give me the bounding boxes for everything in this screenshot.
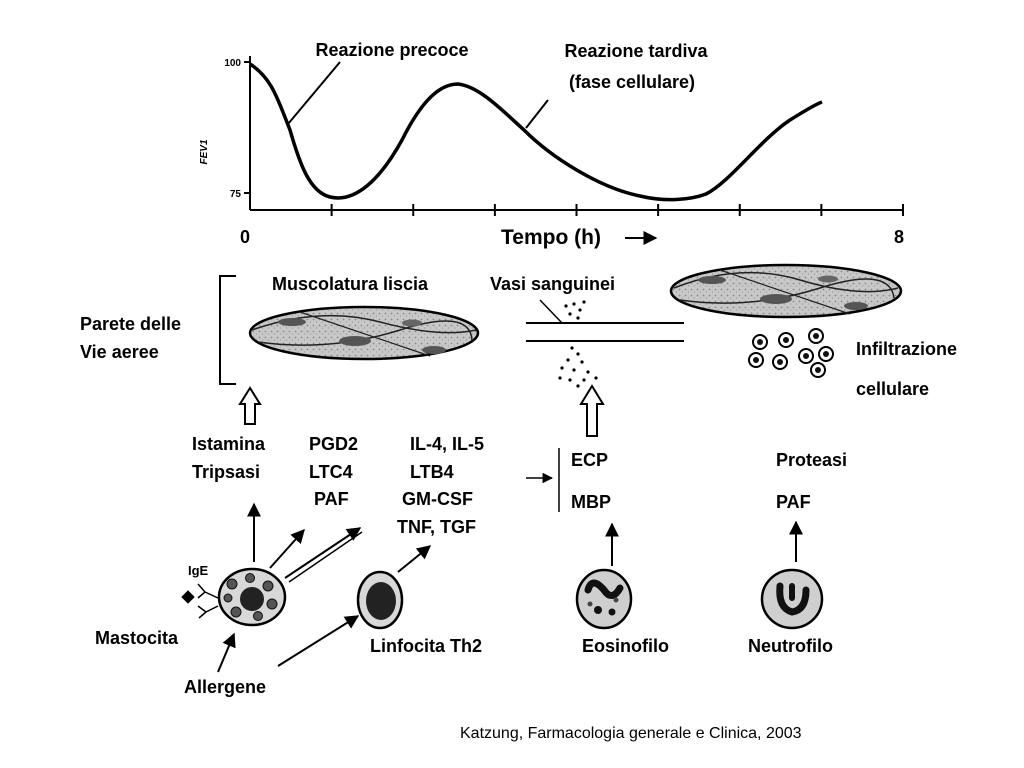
infiltration-label-2: cellulare [856,379,929,399]
wall-hollow-arrow-icon [238,386,262,425]
mediator-histamine: Istamina [192,434,266,454]
neutrophil-icon [760,568,824,630]
smooth-muscle-disc-icon [248,305,480,361]
mediator-mbp: MBP [571,492,611,512]
mediator-ecp: ECP [571,450,608,470]
eosinophil-icon [575,568,633,630]
late-reaction-label: Reazione tardiva [564,41,708,61]
mediator-paf-neutrophil: PAF [776,492,811,512]
mediator-tryptase: Tripsasi [192,462,260,482]
mediators-group: Istamina Tripsasi PGD2 LTC4 PAF IL-4, IL… [192,434,847,537]
cells-group: IgE Mastocita Linfocita Th2 [95,502,833,697]
allergen-to-lymphocyte-arrow [277,615,360,667]
ige-label: IgE [188,563,209,578]
infiltration-label: Infiltrazione [856,339,957,359]
x-end-label: 8 [894,227,904,247]
chart-x-ticks [330,204,904,216]
late-reaction-pointer [525,99,549,129]
lymphocyte-icon [356,570,404,630]
mast-to-lymph-mediators-arrow-2 [288,531,363,583]
mediator-protease: Proteasi [776,450,847,470]
airway-wall-label-2: Vie aeree [80,342,159,362]
y-tick-label-100: 100 [224,58,241,69]
y-axis-label: FEV1 [199,139,210,164]
mediator-pgd2: PGD2 [309,434,358,454]
blood-vessels-label: Vasi sanguinei [490,274,615,294]
y-tick-label-75: 75 [230,189,242,200]
mast-cell-icon [217,567,287,627]
airway-wall-bracket [219,275,236,385]
citation: Katzung, Farmacologia generale e Clinica… [460,725,802,742]
fev1-curve [249,62,823,202]
neutrophil-label: Neutrofilo [748,636,833,656]
vessel-leak-dots [558,300,598,388]
infiltrating-cell-nuclei [753,333,829,373]
late-reaction-sublabel: (fase cellulare) [569,72,695,92]
lymphocyte-to-mediators-arrow [397,545,432,573]
x-axis-label: Tempo (h) [501,226,601,249]
allergen-label: Allergene [184,677,266,697]
mediator-ltb4: LTB4 [410,462,454,482]
smooth-muscle-label: Muscolatura liscia [272,274,429,294]
x-start-label: 0 [240,227,250,247]
early-reaction-label: Reazione precoce [315,40,468,60]
mediator-gm-csf: GM-CSF [402,489,473,509]
mast-to-lymph-mediators-arrow [284,527,362,579]
blood-vessel-icon [526,299,684,388]
mediator-il4-il5: IL-4, IL-5 [410,434,484,454]
mediator-tnf-tgf: TNF, TGF [397,517,476,537]
mast-cell-label: Mastocita [95,628,179,648]
mediator-paf-mast: PAF [314,489,349,509]
mediator-ltc4: LTC4 [309,462,353,482]
allergen-to-mast-arrow [217,632,236,673]
airway-wall-group: Parete delle Vie aeree Muscolatura lisci… [80,263,957,437]
eosinophil-label: Eosinofilo [582,636,669,656]
infiltrated-wall-disc-icon [669,263,903,319]
early-reaction-pointer [287,61,341,125]
vessel-hollow-arrow-icon [579,384,605,437]
fev1-chart: 100 75 FEV1 Reazione precoce Reazione ta… [199,40,904,249]
ige-receptor-icon [181,583,219,619]
lymphocyte-label: Linfocita Th2 [370,636,482,656]
mast-to-pgd2-arrow [269,528,305,569]
airway-wall-label: Parete delle [80,314,181,334]
